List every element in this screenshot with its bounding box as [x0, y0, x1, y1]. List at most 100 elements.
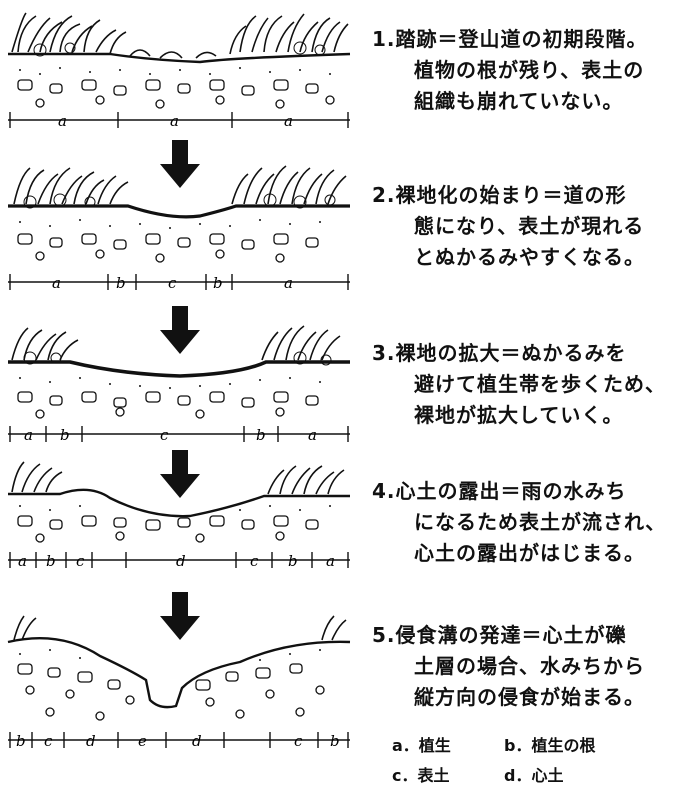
legend-row-2: c．表土 d．心土 [392, 762, 563, 786]
segment-label: a [52, 274, 61, 292]
description-line-1: 4.心土の露出＝雨の水みち [372, 476, 690, 507]
stage-2-cross-section: a b c b a [0, 158, 360, 298]
topsoil-dots [19, 219, 321, 229]
stage-1-description: 1.踏跡＝登山道の初期段階。 植物の根が残り、表土の 組織も崩れていない。 [372, 24, 690, 117]
segment-label: b [60, 426, 70, 444]
segment-scale [8, 426, 350, 442]
topsoil-dots [19, 67, 331, 75]
subsoil-stones [17, 79, 335, 109]
description-line-3: 裸地が拡大していく。 [414, 403, 624, 427]
down-arrow-icon [160, 306, 200, 354]
segment-label: d [176, 552, 186, 570]
topsoil-dots [19, 377, 321, 389]
legend-item: c．表土 [392, 766, 450, 785]
description-line-3: とぬかるみやすくなる。 [414, 245, 645, 269]
segment-label: c [250, 552, 259, 570]
segment-label: c [160, 426, 169, 444]
segment-label: a [326, 552, 335, 570]
stage-3-description: 3.裸地の拡大＝ぬかるみを 避けて植生帯を歩くため、 裸地が拡大していく。 [372, 338, 690, 431]
segment-label: b [213, 274, 223, 292]
stage-4-cross-section: a b c d c b a [0, 456, 360, 584]
erosion-diagram: a a a [0, 8, 360, 760]
description-line-2: 態になり、表土が現れる [414, 214, 645, 238]
segment-label: c [168, 274, 177, 292]
segment-label: a [284, 112, 293, 130]
description-text: 心土の露出＝雨の水みち [395, 479, 627, 503]
ground-surface [8, 52, 351, 64]
stage-number: 5. [372, 623, 396, 647]
segment-label: b [116, 274, 126, 292]
segment-label: b [330, 732, 340, 750]
description-line-3: 縦方向の侵食が始まる。 [414, 685, 645, 709]
ground-surface [8, 360, 350, 378]
description-line-2: 土層の場合、水みちから [414, 654, 645, 678]
segment-label: c [294, 732, 303, 750]
subsoil-stones [17, 515, 319, 543]
subsoil-stones [17, 233, 319, 263]
description-line-2: 避けて植生帯を歩くため、 [414, 372, 666, 396]
description-line-3: 心土の露出がはじまる。 [414, 541, 645, 565]
grass-vegetation [11, 325, 341, 361]
topsoil-dots [19, 505, 331, 511]
description-text: 裸地化の始まり＝道の形 [395, 183, 627, 207]
description-line-1: 5.侵食溝の発達＝心土が礫 [372, 620, 690, 651]
segment-label: b [16, 732, 26, 750]
grass-vegetation [13, 615, 347, 641]
segment-label: a [170, 112, 179, 130]
root-system [33, 41, 326, 57]
segment-label: a [284, 274, 293, 292]
ground-surface [7, 637, 351, 709]
description-line-1: 1.踏跡＝登山道の初期段階。 [372, 24, 690, 55]
legend-item: d．心土 [504, 766, 564, 785]
segment-scale [8, 274, 350, 290]
segment-label: a [24, 426, 33, 444]
segment-scale [8, 112, 350, 128]
segment-label: b [256, 426, 266, 444]
segment-label: a [308, 426, 317, 444]
segment-label: d [192, 732, 202, 750]
stage-number: 4. [372, 479, 396, 503]
stage-5-cross-section: b c d e d c b [0, 610, 360, 760]
down-arrow-icon [160, 592, 200, 640]
segment-label: b [288, 552, 298, 570]
stage-number: 3. [372, 341, 396, 365]
description-line-1: 3.裸地の拡大＝ぬかるみを [372, 338, 690, 369]
ground-surface [8, 488, 350, 518]
root-system [23, 193, 336, 209]
grass-vegetation [11, 461, 345, 495]
segment-label: c [76, 552, 85, 570]
grass-vegetation [13, 165, 347, 205]
description-text: 踏跡＝登山道の初期段階。 [395, 27, 648, 51]
description-line-2: 植物の根が残り、表土の [414, 58, 645, 82]
description-line-3: 組織も崩れていない。 [414, 89, 624, 113]
legend-item: b．植生の根 [504, 736, 596, 755]
stage-2-description: 2.裸地化の始まり＝道の形 態になり、表土が現れる とぬかるみやすくなる。 [372, 180, 690, 273]
description-line-1: 2.裸地化の始まり＝道の形 [372, 180, 690, 211]
stage-number: 2. [372, 183, 396, 207]
segment-label: b [46, 552, 56, 570]
segment-label: d [86, 732, 96, 750]
ground-surface [8, 204, 350, 219]
segment-label: c [44, 732, 53, 750]
segment-label: a [58, 112, 67, 130]
segment-scale [8, 732, 350, 748]
stage-4-description: 4.心土の露出＝雨の水みち になるため表土が流され、 心土の露出がはじまる。 [372, 476, 690, 569]
segment-label: a [18, 552, 27, 570]
segment-scale [8, 552, 350, 568]
stage-number: 1. [372, 27, 396, 51]
description-text: 侵食溝の発達＝心土が礫 [395, 623, 627, 647]
grass-vegetation [11, 12, 349, 59]
subsoil-stones [17, 391, 319, 419]
down-arrow-icon [160, 140, 200, 188]
stage-5-description: 5.侵食溝の発達＝心土が礫 土層の場合、水みちから 縦方向の侵食が始まる。 [372, 620, 690, 713]
segment-label: e [138, 732, 147, 750]
stage-1-cross-section: a a a [0, 8, 360, 138]
down-arrow-icon [160, 450, 200, 498]
stage-3-cross-section: a b c b a [0, 318, 360, 448]
description-line-2: になるため表土が流され、 [414, 510, 667, 534]
subsoil-stones [17, 663, 325, 721]
root-system [23, 351, 332, 366]
description-text: 裸地の拡大＝ぬかるみを [395, 341, 627, 365]
topsoil-dots [19, 649, 321, 661]
